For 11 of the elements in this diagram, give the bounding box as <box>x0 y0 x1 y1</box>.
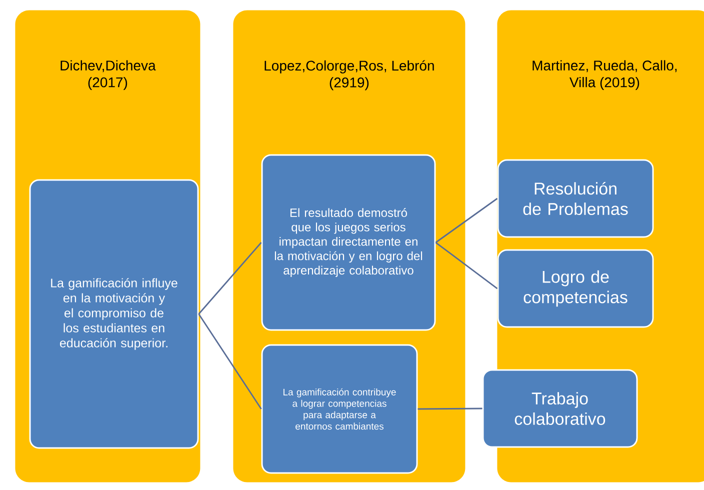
text-box: Resolución de Problemas <box>497 159 654 238</box>
connector-line <box>435 198 498 244</box>
connector-line <box>435 242 498 290</box>
text-box: La gamificación influye en la motivación y el compromiso de los estudiantes en educación superior. <box>29 179 199 449</box>
connector-line <box>198 314 262 410</box>
connector-line <box>198 242 262 314</box>
text-box: El resultado demostró que los juegos serios impactan directamente en la motivación y en logro del aprendizaje colaborativo <box>261 154 436 331</box>
connector-line <box>418 408 482 410</box>
text-box: La gamificación contribuye a lograr competencias para adaptarse a entornos cambiantes <box>261 344 418 474</box>
text-box: Trabajo colaborativo <box>482 369 638 448</box>
text-box: Logro de competencias <box>497 249 654 328</box>
